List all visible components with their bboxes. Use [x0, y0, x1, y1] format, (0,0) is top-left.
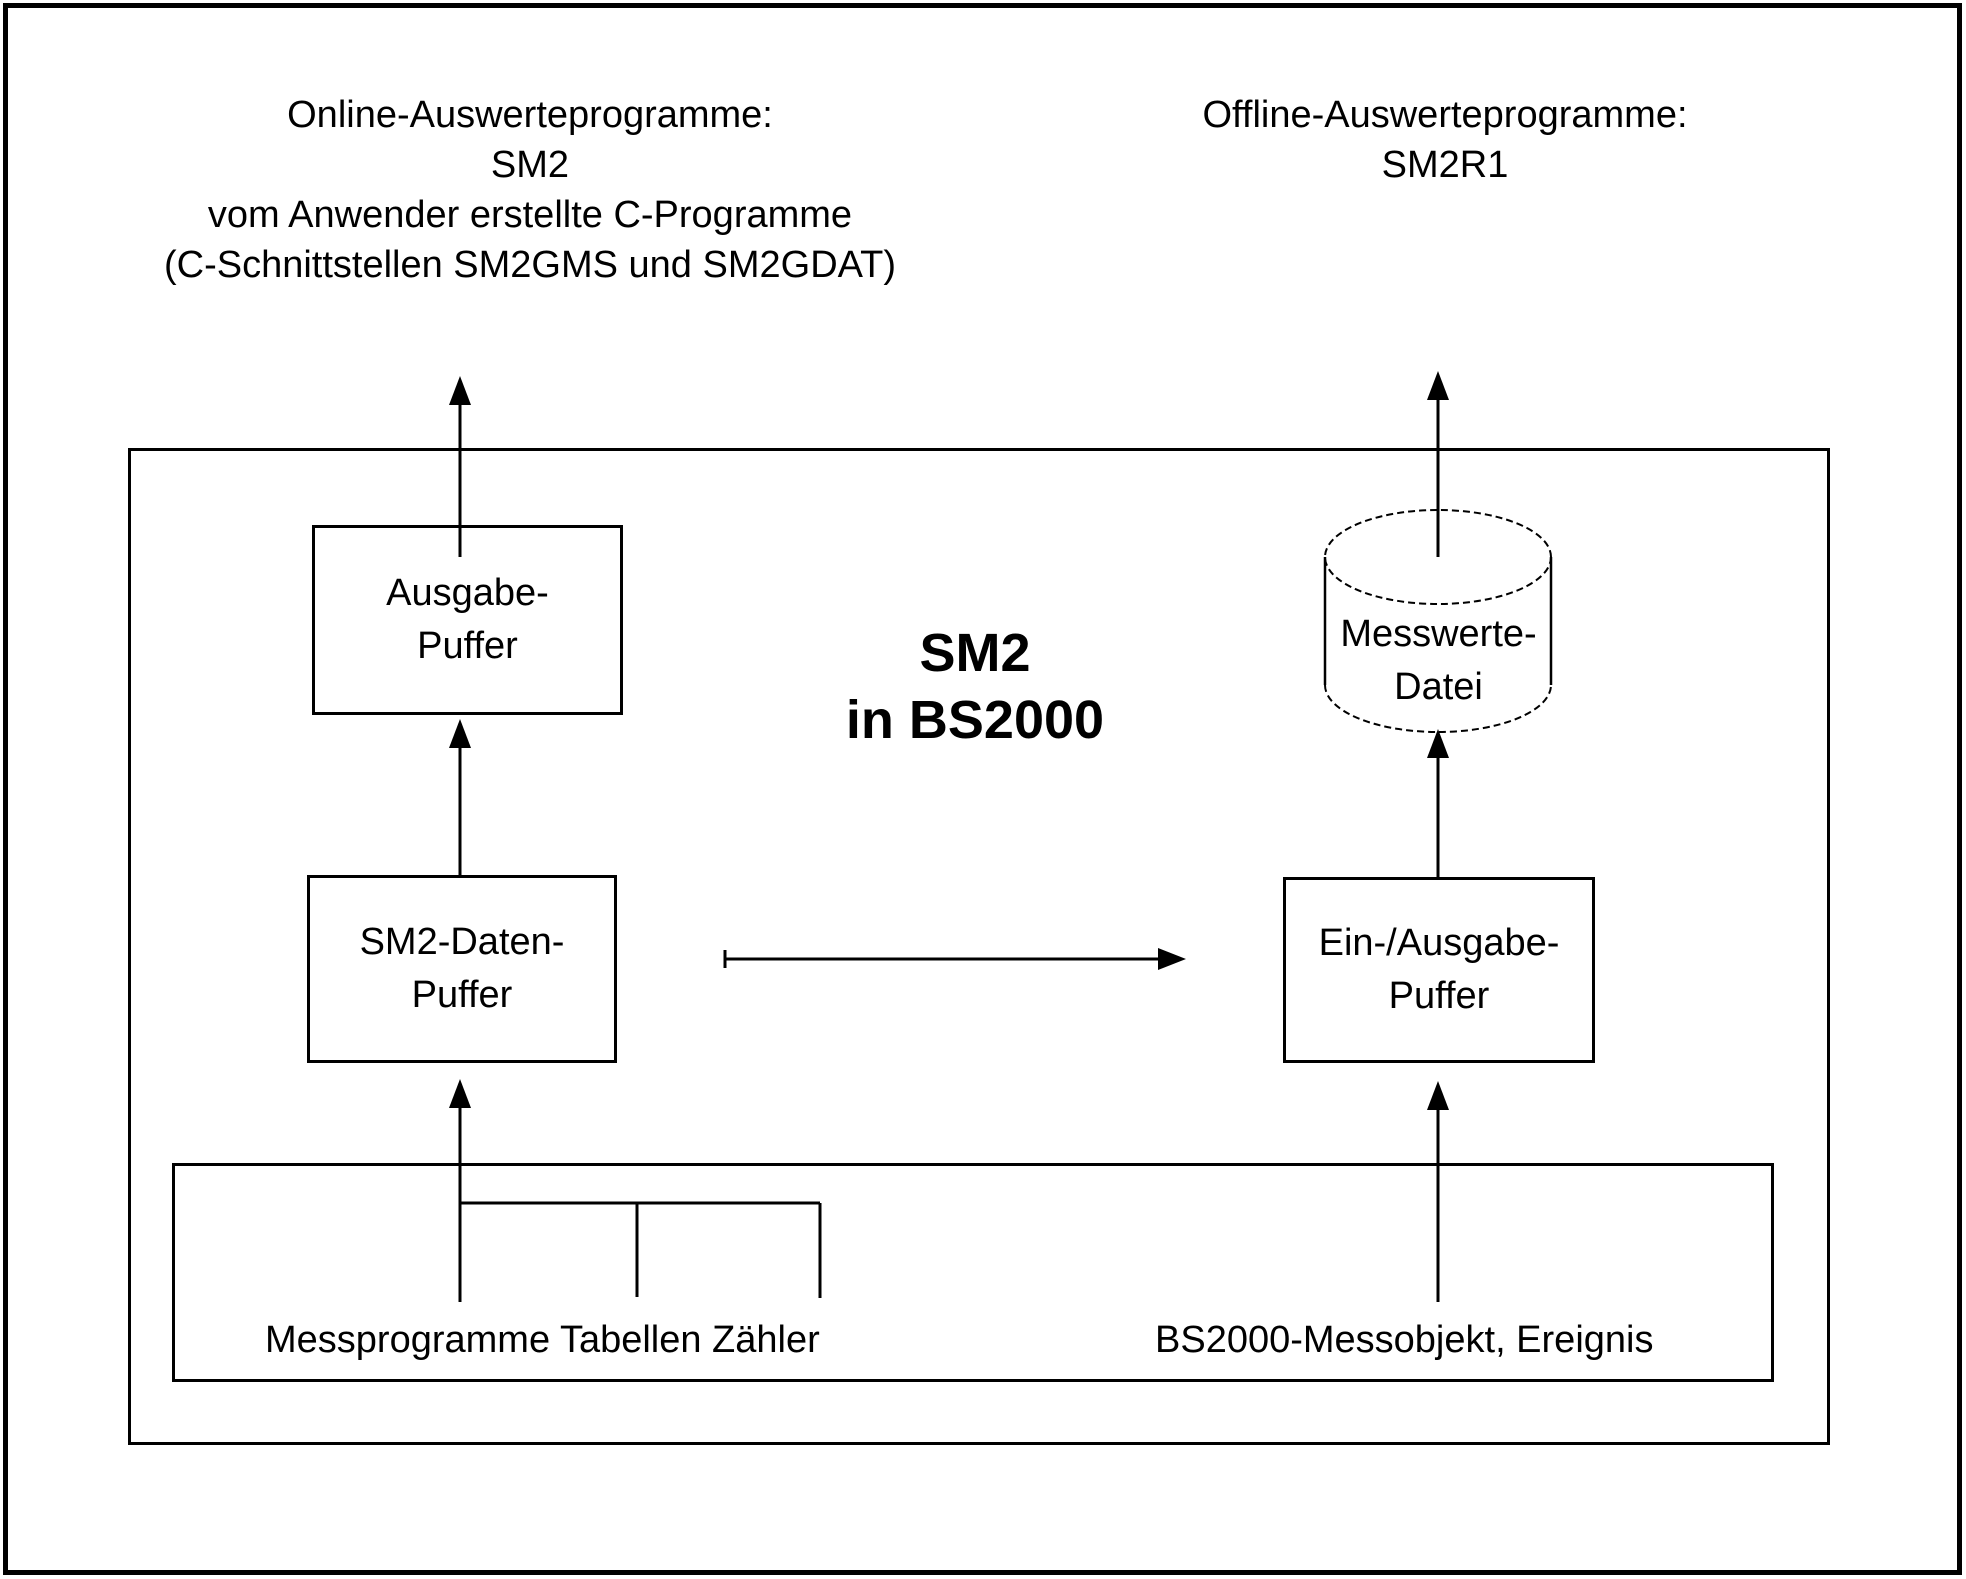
box-label-line: Puffer: [417, 625, 518, 667]
offline-auswerteprogramme-caption: Offline-Auswerteprogramme: SM2R1: [1095, 90, 1795, 190]
bs2000-messobjekt-ereignis-label: BS2000-Messobjekt, Ereignis: [1155, 1319, 1654, 1361]
messprogramme-tabellen-zaehler-label: Messprogramme Tabellen Zähler: [265, 1319, 820, 1361]
box-label-line: Puffer: [411, 974, 513, 1016]
cylinder-label-line: Datei: [1394, 666, 1483, 708]
caption-line: SM2R1: [1381, 144, 1509, 186]
caption-line: (C-Schnittstellen SM2GMS und SM2GDAT): [163, 244, 897, 286]
cylinder-label-line: Messwerte-: [1340, 613, 1537, 655]
box-label-line: Ausgabe-: [386, 572, 549, 614]
sm2-daten-puffer-box: SM2-Daten- Puffer: [307, 875, 617, 1063]
box-label-line: Puffer: [1388, 975, 1490, 1017]
page-border: [3, 3, 1962, 1575]
online-auswerteprogramme-caption: Online-Auswerteprogramme: SM2 vom Anwend…: [80, 90, 980, 290]
box-label-line: Ein-/Ausgabe-: [1318, 922, 1560, 964]
container-title-line: SM2: [919, 623, 1031, 683]
caption-line: Online-Auswerteprogramme:: [287, 94, 773, 136]
caption-line: Offline-Auswerteprogramme:: [1202, 94, 1688, 136]
mess-sources-box: [172, 1163, 1774, 1382]
ein-ausgabe-puffer-box: Ein-/Ausgabe- Puffer: [1283, 877, 1595, 1063]
messwerte-datei-label: Messwerte- Datei: [1326, 608, 1551, 714]
container-title-line: in BS2000: [845, 690, 1105, 750]
caption-line: vom Anwender erstellte C-Programme: [207, 194, 853, 236]
caption-line: SM2: [490, 144, 570, 186]
box-label-line: SM2-Daten-: [359, 921, 565, 963]
ausgabe-puffer-box: Ausgabe- Puffer: [312, 525, 623, 715]
container-title: SM2 in BS2000: [775, 620, 1175, 754]
